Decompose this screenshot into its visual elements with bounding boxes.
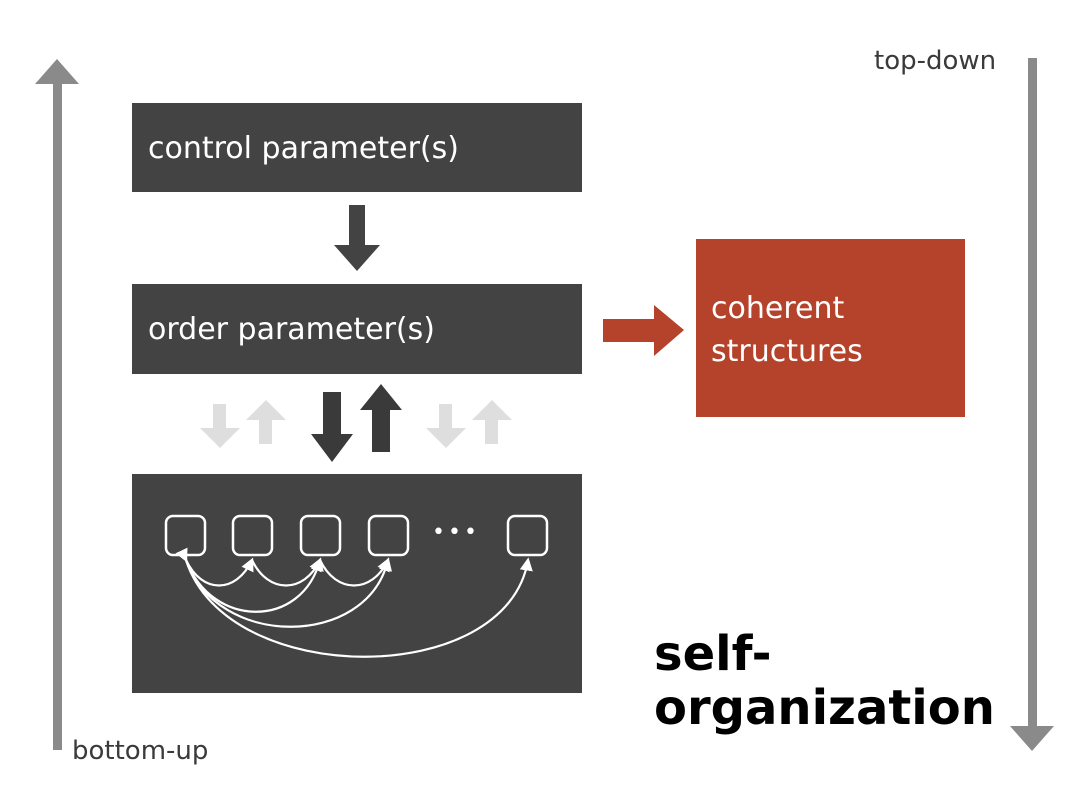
order-parameters-label: order parameter(s) [148,312,435,347]
control-to-order-arrow [334,205,380,271]
bottom-up-label: bottom-up [72,736,209,766]
central-down-arrow [311,392,353,462]
elements-network [164,514,549,658]
element-node [367,514,410,557]
coherent-label-line-2: structures [711,334,863,369]
element-node [231,514,274,557]
title-line-1: self- [654,626,772,682]
title-line-2: organization [654,680,995,736]
order-to-coherent-arrow [603,305,684,356]
coherent-structures-box: coherent structures [696,239,965,417]
bottom-up-arrow [35,59,79,750]
faint-up-arrow-left [246,400,286,444]
control-parameters-label: control parameter(s) [148,131,459,166]
element-node [164,514,207,557]
top-down-arrow [1010,58,1054,751]
faint-down-arrow-left [200,404,240,448]
system-elements-box: ••• [132,474,582,693]
coherent-label-line-1: coherent [711,291,845,326]
top-down-label: top-down [874,46,997,76]
faint-down-arrow-right [426,404,466,448]
central-up-arrow [360,384,402,452]
element-node [299,514,342,557]
element-node [506,514,549,557]
control-parameters-box: control parameter(s) [132,103,582,192]
faint-up-arrow-right [472,400,512,444]
order-parameters-box: order parameter(s) [132,284,582,374]
element-interactions [175,547,533,658]
elements-ellipsis: ••• [432,520,480,545]
